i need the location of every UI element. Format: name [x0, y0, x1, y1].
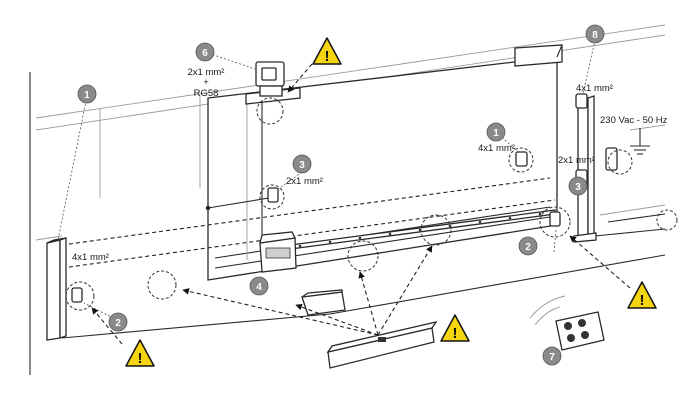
svg-text:8: 8: [592, 30, 598, 41]
callout-4: 4: [249, 276, 269, 296]
pointer-arrows: [91, 63, 631, 345]
cable-runs: [61, 100, 556, 269]
callout-1-right: 1: [486, 122, 506, 142]
power-supply-label: 230 Vac - 50 Hz: [600, 115, 668, 126]
svg-text:1: 1: [84, 90, 90, 101]
callout-1-left: 1: [77, 84, 97, 104]
callout-6: 6: [195, 42, 215, 62]
gear-motor: [259, 231, 297, 273]
svg-text:2: 2: [525, 242, 531, 253]
callout-7: 7: [542, 346, 562, 366]
foundation-plate: [301, 289, 346, 316]
svg-text:6: 6: [202, 48, 208, 59]
detail-circles: [65, 97, 678, 311]
svg-text:7: 7: [549, 352, 555, 363]
warning-icon-right-edge: !: [627, 281, 657, 309]
callout-3-column: 3: [568, 176, 588, 196]
callout-8: 8: [585, 24, 605, 44]
right-column-photocell-cable-label: 2x1 mm²: [558, 155, 595, 166]
callout-2-left: 2: [108, 312, 128, 332]
ground-symbol: [630, 128, 650, 155]
right-photocell-column: [573, 95, 597, 243]
svg-text:3: 3: [299, 160, 305, 171]
svg-text:!: !: [640, 292, 645, 309]
photocell-right-cable-label: 4x1 mm²: [478, 143, 515, 154]
right-column-cable-label: 4x1 mm²: [576, 83, 613, 94]
svg-text:4: 4: [256, 282, 262, 293]
photocell-gate-cable-label: 2x1 mm²: [286, 176, 323, 187]
svg-text:3: 3: [575, 182, 581, 193]
flashing-light-coax-label: RG58: [194, 88, 219, 99]
remote-control: [529, 295, 605, 351]
cable-labels: 2x1 mm² + RG58 2x1 mm² 4x1 mm² 2x1 mm² 4…: [72, 67, 668, 263]
warning-icon-left-edge: !: [125, 339, 155, 367]
flashing-light-plus: +: [203, 77, 209, 88]
callout-markers: 6 1 1 8 3 3 2 2: [77, 24, 605, 366]
svg-text:1: 1: [493, 128, 499, 139]
svg-text:!: !: [138, 350, 143, 367]
callout-2-right: 2: [518, 236, 538, 256]
left-photocell-column: [46, 237, 67, 341]
warning-icon-sensing-edge: !: [440, 314, 470, 342]
flashing-light-cable-label: 2x1 mm²: [188, 67, 225, 78]
svg-text:2: 2: [115, 318, 121, 329]
safety-edges: [71, 211, 561, 303]
sensing-edge-profile: [326, 320, 438, 369]
warning-icon-flashing-light: !: [312, 37, 342, 65]
left-column-cable-label: 4x1 mm²: [72, 252, 109, 263]
svg-text:!: !: [325, 48, 330, 65]
svg-text:!: !: [453, 325, 458, 342]
callout-3-gate: 3: [292, 154, 312, 174]
warning-icons: ! ! ! !: [125, 37, 657, 367]
flashing-light: [245, 61, 301, 105]
